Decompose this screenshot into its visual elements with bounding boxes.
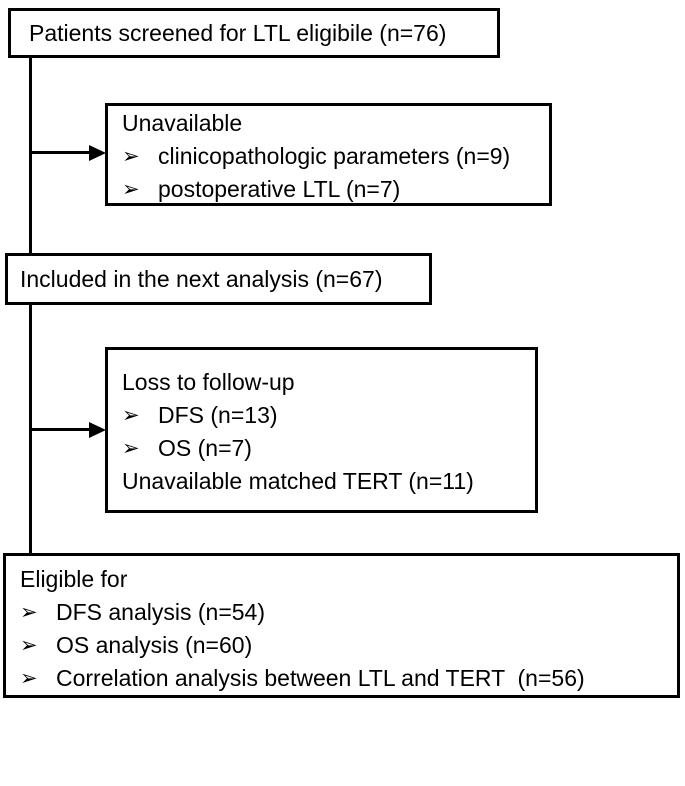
arrowhead-bullet-icon: ➢ [20,666,38,690]
box-eligible: Eligible for ➢ DFS analysis (n=54) ➢ OS … [3,553,680,698]
box-included: Included in the next analysis (n=67) [5,253,432,305]
eligible-item-text: Correlation analysis between LTL and TER… [56,665,585,691]
eligible-heading: Eligible for [20,566,128,592]
box-screened: Patients screened for LTL eligibile (n=7… [8,8,500,58]
arrow-line-to-unavailable [30,151,92,154]
loss-followup-footer: Unavailable matched TERT (n=11) [122,468,474,494]
loss-followup-heading: Loss to follow-up [122,369,295,395]
arrowhead-bullet-icon: ➢ [20,600,38,624]
loss-followup-item-text: DFS (n=13) [158,402,278,428]
arrowhead-bullet-icon: ➢ [20,633,38,657]
list-item: ➢ postoperative LTL (n=7) [122,173,545,206]
screened-text: Patients screened for LTL eligibile (n=7… [29,19,447,46]
list-item: ➢ OS (n=7) [122,432,531,465]
arrowhead-bullet-icon: ➢ [122,177,140,201]
list-item: ➢ Correlation analysis between LTL and T… [20,662,673,695]
list-item: ➢ DFS analysis (n=54) [20,596,673,629]
eligible-item-text: OS analysis (n=60) [56,632,253,658]
arrowhead-icon [89,145,106,161]
loss-followup-item-text: OS (n=7) [158,435,252,461]
box-unavailable: Unavailable ➢ clinicopathologic paramete… [105,103,552,206]
arrowhead-icon [89,422,106,438]
list-item: ➢ DFS (n=13) [122,399,531,432]
list-item: ➢ OS analysis (n=60) [20,629,673,662]
unavailable-item-text: clinicopathologic parameters (n=9) [158,143,511,169]
unavailable-heading: Unavailable [122,110,243,136]
eligible-item-text: DFS analysis (n=54) [56,599,265,625]
arrowhead-bullet-icon: ➢ [122,403,140,427]
arrowhead-bullet-icon: ➢ [122,144,140,168]
unavailable-item-text: postoperative LTL (n=7) [158,176,401,202]
box-loss-followup: Loss to follow-up ➢ DFS (n=13) ➢ OS (n=7… [105,347,538,513]
list-item: ➢ clinicopathologic parameters (n=9) [122,140,545,173]
included-text: Included in the next analysis (n=67) [20,265,383,292]
arrowhead-bullet-icon: ➢ [122,436,140,460]
arrow-line-to-loss-followup [30,428,92,431]
connector-line-screened-to-included [29,56,32,255]
